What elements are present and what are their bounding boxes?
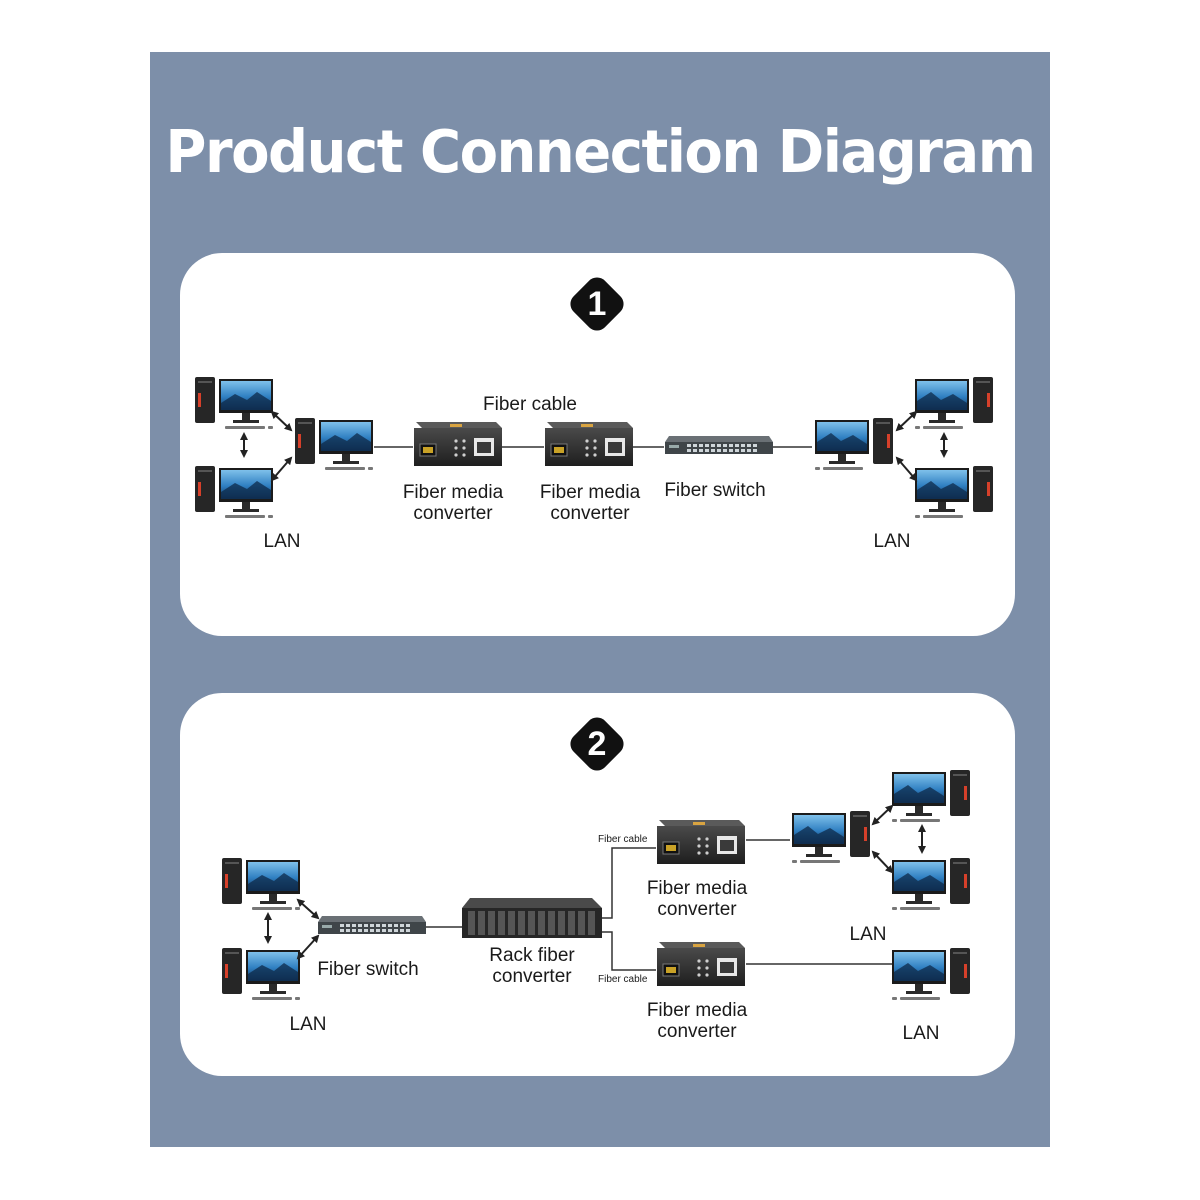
lan-right-label: LAN bbox=[873, 531, 911, 552]
fiber-cable-bottom-label: Fiber cable bbox=[598, 974, 648, 985]
computer-icon bbox=[915, 466, 993, 518]
rack-fiber-converter-label: Rack fiber converter bbox=[489, 945, 575, 987]
converter-a-label: Fiber media converter bbox=[402, 482, 504, 524]
computer-icon bbox=[792, 811, 870, 863]
fiber-media-converter-icon bbox=[656, 819, 746, 865]
fiber-switch-icon bbox=[665, 436, 773, 454]
converter-top-label: Fiber media converter bbox=[646, 878, 748, 920]
lan-left-computers bbox=[195, 377, 373, 518]
computer-icon bbox=[295, 418, 373, 470]
computer-icon bbox=[892, 770, 970, 822]
lan-left-computers-2 bbox=[222, 858, 300, 1000]
fiber-cable-top-label: Fiber cable bbox=[598, 834, 648, 845]
fiber-cable-label: Fiber cable bbox=[483, 394, 577, 415]
page-title: Product Connection Diagram bbox=[165, 118, 1036, 187]
rack-fiber-converter-icon bbox=[462, 898, 602, 938]
fiber-media-converter-icon bbox=[544, 421, 634, 467]
lan-bottom-right-label: LAN bbox=[902, 1023, 940, 1044]
lan-left-label: LAN bbox=[263, 531, 301, 552]
lan-left-label-2: LAN bbox=[289, 1014, 327, 1035]
lan-bottom-right-computer bbox=[892, 948, 970, 1000]
converter-b-label: Fiber media converter bbox=[539, 482, 641, 524]
computer-icon bbox=[222, 948, 300, 1000]
step-number-1: 1 bbox=[587, 285, 607, 323]
fiber-media-converter-icon bbox=[656, 941, 746, 987]
computer-icon bbox=[815, 418, 893, 470]
computer-icon bbox=[222, 858, 300, 910]
computer-icon bbox=[892, 948, 970, 1000]
fiber-switch-icon bbox=[318, 916, 426, 934]
computer-icon bbox=[195, 377, 273, 429]
computer-icon bbox=[892, 858, 970, 910]
lan-right-computers bbox=[815, 377, 993, 518]
fiber-switch-label-2: Fiber switch bbox=[317, 959, 419, 980]
step-number-2: 2 bbox=[587, 725, 607, 763]
computer-icon bbox=[195, 466, 273, 518]
fiber-switch-label: Fiber switch bbox=[664, 480, 766, 501]
converter-bottom-label: Fiber media converter bbox=[646, 1000, 748, 1042]
lan-top-right-label: LAN bbox=[849, 924, 887, 945]
lan-top-right-computers bbox=[792, 770, 970, 910]
computer-icon bbox=[915, 377, 993, 429]
fiber-media-converter-icon bbox=[413, 421, 503, 467]
